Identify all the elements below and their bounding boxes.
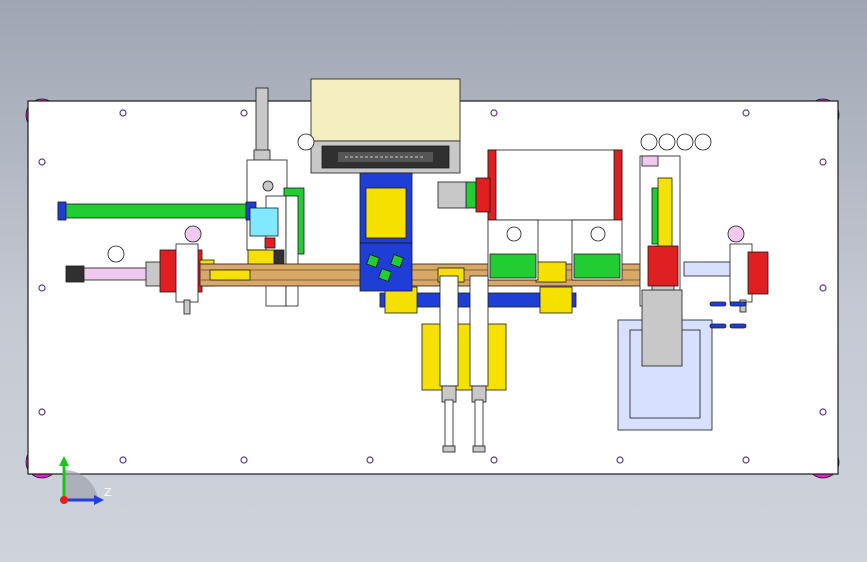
lower-yellow-plate (421, 323, 507, 391)
lower-gripper-frame-right (469, 275, 489, 387)
triad-origin (60, 496, 68, 504)
mounting-hole-13 (366, 456, 374, 464)
mounting-hole-12 (240, 456, 248, 464)
motor-block-frame-right (613, 149, 623, 221)
right-pink-indicator (727, 225, 745, 243)
indicator-circle-2 (658, 133, 676, 151)
pink-cylinder-rod (83, 267, 149, 281)
left-pink-indicator (184, 225, 202, 243)
collection-bin[interactable] (617, 289, 713, 431)
mounting-hole-14 (490, 456, 498, 464)
triad-y-label: Y (59, 445, 67, 458)
triad-arc (64, 469, 98, 500)
indicator-circle-1 (640, 133, 658, 151)
fan-icon-right (590, 226, 606, 242)
indicator-circles (107, 133, 712, 263)
mounting-hole-9 (819, 284, 827, 292)
vertical-cylinder-knob (262, 180, 274, 192)
green-cylinder-end-left (57, 201, 67, 221)
mounting-hole-1 (119, 109, 127, 117)
mounting-hole-3 (490, 109, 498, 117)
pink-cylinder-tip (65, 265, 85, 283)
right-vertical-red (647, 245, 679, 287)
blue-slot-3 (709, 323, 727, 329)
coordinate-triad: Y Z (59, 445, 112, 505)
central-column-lower (359, 242, 413, 292)
left-red-block-plate (175, 243, 199, 303)
blue-slot-1 (709, 301, 727, 307)
top-housing-assembly[interactable] (310, 78, 461, 174)
bin-chute (641, 289, 683, 367)
lower-gripper-frame-left (439, 275, 459, 387)
blue-slot-4 (729, 323, 747, 329)
rail-yellow-segment-3 (535, 261, 567, 283)
indicator-circle-6 (107, 245, 125, 263)
lower-cylinder-left-tip (442, 445, 456, 453)
right-cylinder-red (747, 251, 769, 295)
central-green-dot-3 (378, 268, 392, 282)
triad-z-arrow (94, 495, 104, 505)
right-vertical-pink-tab (641, 155, 659, 167)
lower-cylinder-right-rod (474, 399, 484, 447)
top-housing-body (310, 78, 461, 142)
indicator-circle-5 (297, 133, 315, 151)
vertical-cylinder-rod (255, 87, 269, 157)
right-side-cylinder[interactable] (683, 225, 769, 313)
motor-block-housing (487, 149, 623, 221)
rail-yellow-segment-1 (209, 269, 251, 281)
right-vertical-assembly[interactable] (639, 155, 681, 307)
right-cylinder-rod (683, 261, 733, 277)
motor-block-red-mount (475, 177, 491, 213)
mounting-hole-11 (119, 456, 127, 464)
left-frame-red-mark (264, 237, 276, 249)
central-column-yellow-inset (365, 187, 407, 239)
left-frame-cyan-block (249, 207, 279, 237)
indicator-circle-4 (694, 133, 712, 151)
lower-cylinder-left-rod (444, 399, 454, 447)
lower-cylinder-right-tip (472, 445, 486, 453)
triad-y-arrow (59, 456, 69, 466)
mounting-hole-10 (819, 408, 827, 416)
left-frame-white-bar (285, 195, 299, 307)
right-motor-block[interactable] (437, 149, 623, 281)
central-green-dot-2 (390, 254, 404, 268)
blue-slot-marks (709, 301, 747, 329)
mounting-hole-16 (742, 456, 750, 464)
central-blue-column[interactable] (359, 172, 413, 292)
motor-block-shaft (437, 181, 469, 209)
mounting-holes (38, 109, 827, 464)
mounting-hole-5 (38, 158, 46, 166)
mounting-hole-6 (38, 284, 46, 292)
mounting-hole-8 (819, 158, 827, 166)
motor-unit-right-green (573, 253, 621, 279)
mounting-hole-2 (240, 109, 248, 117)
fan-icon-left (506, 226, 522, 242)
right-vertical-yellow (657, 177, 673, 251)
blue-slot-2 (729, 301, 747, 307)
left-red-block-stem (183, 299, 191, 315)
indicator-circle-3 (676, 133, 694, 151)
central-green-dot-1 (366, 254, 380, 268)
motor-block-coupler (465, 181, 477, 209)
motor-unit-left-green (489, 253, 537, 279)
mounting-hole-7 (38, 408, 46, 416)
lower-gripper-assembly[interactable] (421, 275, 507, 453)
blue-lower-clamp-right (539, 286, 573, 314)
left-pink-cylinder[interactable] (65, 261, 163, 287)
mounting-hole-15 (616, 456, 624, 464)
left-green-cylinder[interactable] (57, 201, 257, 221)
green-cylinder-barrel (57, 203, 255, 219)
triad-z-label: Z (104, 486, 112, 499)
mounting-hole-4 (742, 109, 750, 117)
